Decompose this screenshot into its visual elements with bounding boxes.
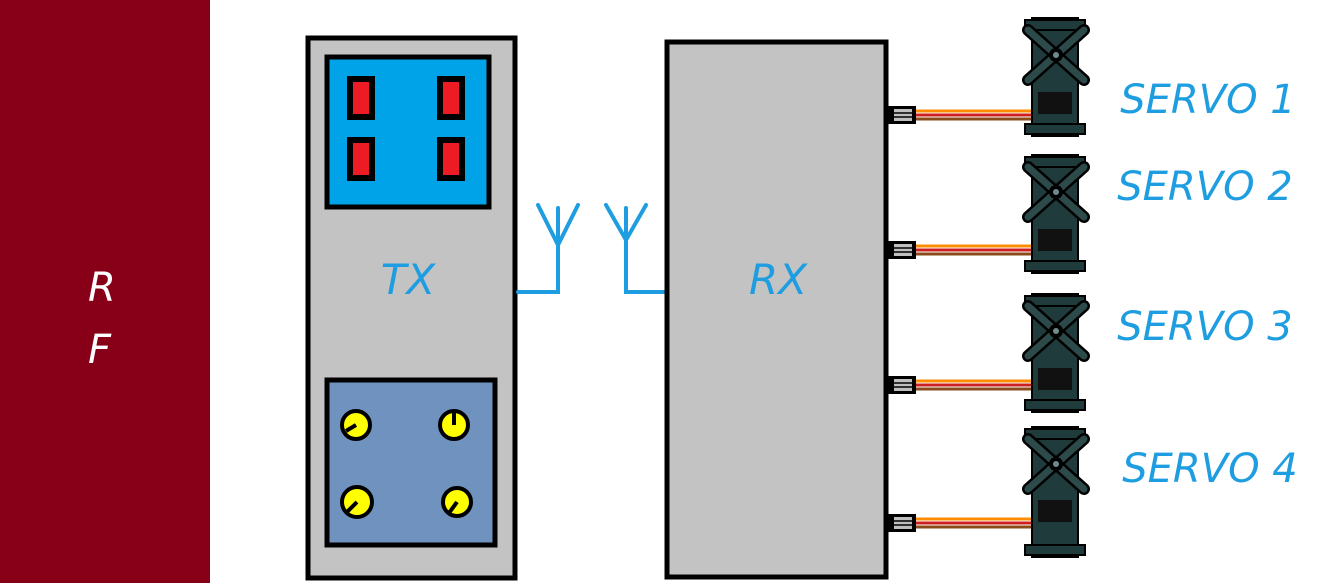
servo-wire <box>916 379 1034 391</box>
servo-2-label: SERVO 2 <box>1117 164 1292 210</box>
servo-3-label: SERVO 3 <box>1117 304 1292 350</box>
knob-icon <box>441 486 473 518</box>
servo-connector <box>888 106 916 124</box>
servo-motor-icon <box>1022 17 1090 137</box>
receiver-label: RX <box>749 255 808 304</box>
servo-wire <box>916 109 1034 121</box>
knob-icon <box>340 485 374 519</box>
transmitter: TX <box>305 35 518 581</box>
toggle-switch-icon <box>437 137 465 181</box>
servo-wire <box>916 244 1034 256</box>
servo-1: SERVO 1 <box>888 17 1296 137</box>
servo-4-label: SERVO 4 <box>1122 446 1297 492</box>
servo-motor-icon <box>1022 426 1090 558</box>
switch-panel <box>324 54 492 210</box>
servo-motor-icon <box>1022 154 1090 274</box>
knob-panel-box <box>324 377 498 548</box>
transmitter-label: TX <box>381 255 437 304</box>
toggle-switch-icon <box>437 76 465 120</box>
servo-4: SERVO 4 <box>888 426 1298 558</box>
servo-1-label: SERVO 1 <box>1120 77 1295 123</box>
servo-2: SERVO 2 <box>888 154 1293 274</box>
servo-connector <box>888 376 916 394</box>
receiver: RX <box>664 39 889 580</box>
knob-panel <box>324 377 498 548</box>
receiver-box <box>664 39 889 580</box>
antenna-icon <box>516 203 580 294</box>
toggle-switch-icon <box>347 137 375 181</box>
rf-letter-f: F <box>88 327 112 373</box>
rf-sidebar: R F <box>0 0 210 583</box>
toggle-switch-icon <box>347 76 375 120</box>
knob-icon <box>438 409 470 441</box>
servo-3: SERVO 3 <box>888 293 1293 413</box>
knob-icon <box>340 409 372 441</box>
rf-letter-r: R <box>88 265 116 311</box>
servo-motor-icon <box>1022 293 1090 413</box>
servo-connector <box>888 514 916 532</box>
servo-wire <box>916 517 1034 529</box>
antenna-icon <box>604 203 666 294</box>
servo-connector <box>888 241 916 259</box>
